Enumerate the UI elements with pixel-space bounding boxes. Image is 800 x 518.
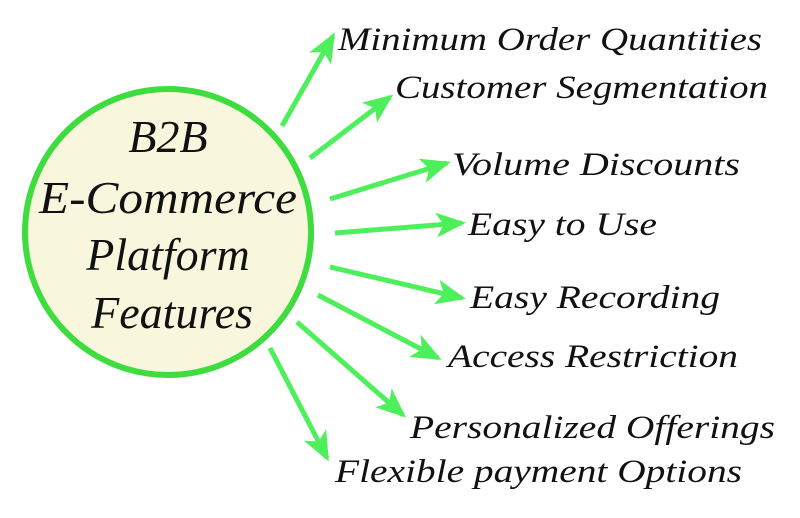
arrow-8	[267, 346, 330, 462]
center-title-line-2: E-Commerce	[38, 172, 297, 223]
center-title-line-4: Features	[90, 287, 253, 338]
center-title-line-3: Platform	[85, 229, 250, 280]
arrow-7	[295, 320, 407, 418]
arrow-3	[329, 158, 451, 202]
arrows	[267, 32, 466, 462]
arrow-6	[316, 292, 442, 361]
center-circle	[22, 86, 314, 378]
feature-label-8: Flexible payment Options	[334, 454, 742, 490]
feature-label-7: Personalized Offerings	[409, 410, 775, 446]
arrow-2	[308, 94, 394, 160]
feature-label-5: Easy Recording	[469, 280, 720, 316]
feature-label-1: Minimum Order Quantities	[337, 22, 762, 58]
center-title-line-1: B2B	[128, 111, 207, 162]
feature-label-4: Easy to Use	[467, 207, 657, 243]
arrow-4	[334, 212, 466, 238]
feature-label-6: Access Restriction	[446, 339, 738, 375]
feature-label-3: Volume Discounts	[452, 147, 740, 183]
arrow-5	[329, 264, 466, 305]
feature-label-2: Customer Segmentation	[395, 70, 768, 106]
arrow-1	[279, 32, 336, 128]
